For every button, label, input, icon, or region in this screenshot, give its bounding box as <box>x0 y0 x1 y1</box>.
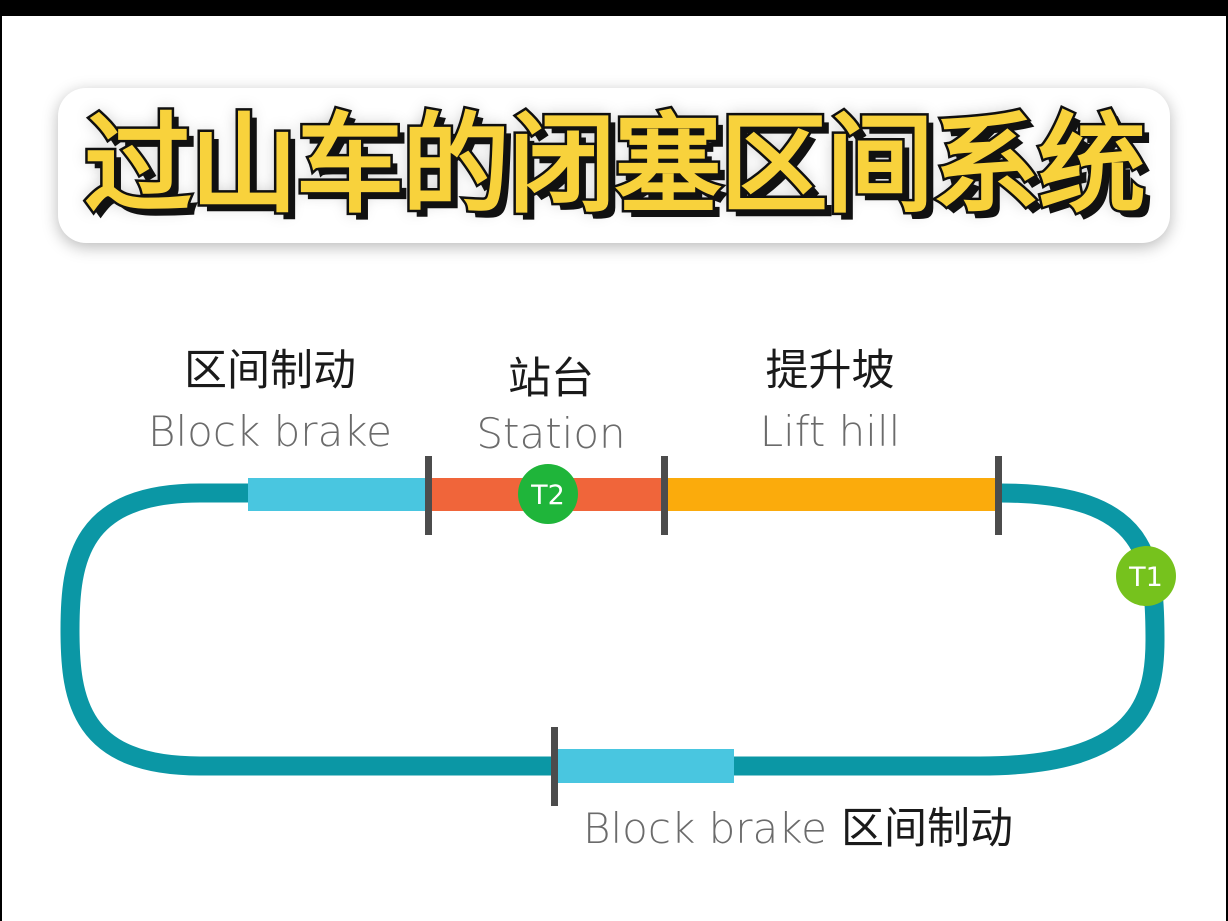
block-brake-top-label: 区间制动 Block brake <box>140 350 400 453</box>
station-en: Station <box>476 409 626 458</box>
train-t1-marker: T1 <box>1116 546 1176 606</box>
block-brake-bottom-zh: 区间制动 <box>840 804 1013 854</box>
lift-hill-zh: 提升坡 <box>765 346 895 396</box>
block-brake-bottom-segment <box>556 749 734 783</box>
page-title: 过山车的闭塞区间系统 <box>57 88 1170 243</box>
block-divider <box>661 456 668 535</box>
lift-hill-en: Lift hill <box>759 407 901 456</box>
block-brake-bottom-en: Block brake <box>583 804 827 853</box>
block-divider <box>551 727 558 806</box>
lift-hill-segment <box>665 478 998 511</box>
block-divider <box>425 456 432 535</box>
block-divider <box>995 456 1002 535</box>
block-brake-top-en: Block brake <box>148 407 392 456</box>
train-t1-label: T1 <box>1128 562 1163 593</box>
title-banner: 过山车的闭塞区间系统 <box>0 88 1228 243</box>
block-brake-top-segment <box>248 478 428 511</box>
lift-hill-label: 提升坡 Lift hill <box>720 350 940 453</box>
station-label: 站台 Station <box>446 358 656 455</box>
block-brake-top-zh: 区间制动 <box>184 346 356 396</box>
train-t2-marker: T2 <box>518 464 578 524</box>
station-zh: 站台 <box>508 354 594 404</box>
track-loop <box>60 483 1165 776</box>
train-t2-label: T2 <box>530 480 565 511</box>
